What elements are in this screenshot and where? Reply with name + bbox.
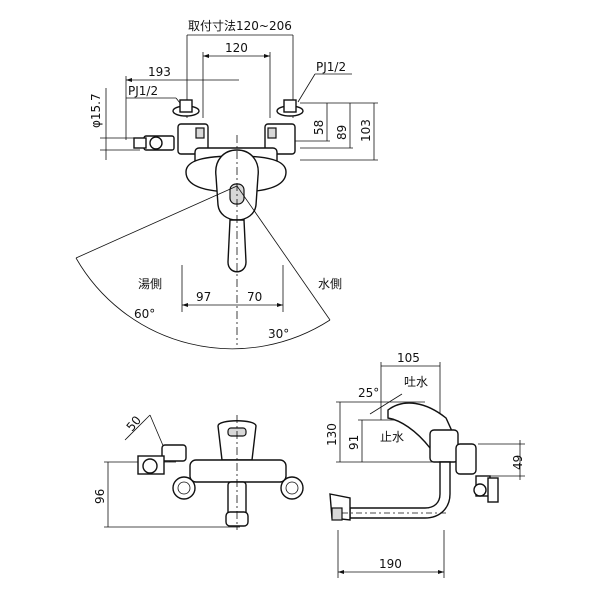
dim-130: 130 (325, 423, 339, 446)
top-view: 取付寸法120~206 120 193 PJ1/2 PJ1/2 φ15.7 (75, 19, 378, 350)
dim-89: 89 (335, 125, 349, 140)
thread-left-label: PJ1/2 (128, 84, 158, 98)
front-view: 50 96 (93, 413, 304, 530)
dim-190: 190 (379, 557, 402, 571)
dim-49: 49 (511, 455, 525, 470)
dim-91: 91 (347, 435, 361, 450)
mount-range-label: 取付寸法120~206 (188, 19, 292, 33)
dim-70: 70 (247, 290, 262, 304)
angle-30: 30° (268, 327, 289, 341)
dim-diameter: φ15.7 (89, 93, 103, 128)
cold-side-label: 水側 (318, 277, 342, 291)
side-view: 105 25° 吐水 130 91 止水 49 (325, 351, 525, 578)
faucet-body-top (133, 99, 304, 345)
dim-103: 103 (359, 119, 373, 142)
dim-120: 120 (225, 41, 248, 55)
angle-25: 25° (358, 386, 379, 400)
spout-water-label: 吐水 (404, 375, 428, 389)
dim-96: 96 (93, 489, 107, 504)
thread-right-label: PJ1/2 (316, 60, 346, 74)
dim-97: 97 (196, 290, 211, 304)
dim-58: 58 (312, 120, 326, 135)
dim-50: 50 (124, 413, 145, 434)
hot-side-label: 湯側 (138, 277, 162, 291)
dim-105: 105 (397, 351, 420, 365)
dim-193: 193 (148, 65, 171, 79)
angle-60: 60° (134, 307, 155, 321)
stop-water-label: 止水 (380, 430, 404, 444)
